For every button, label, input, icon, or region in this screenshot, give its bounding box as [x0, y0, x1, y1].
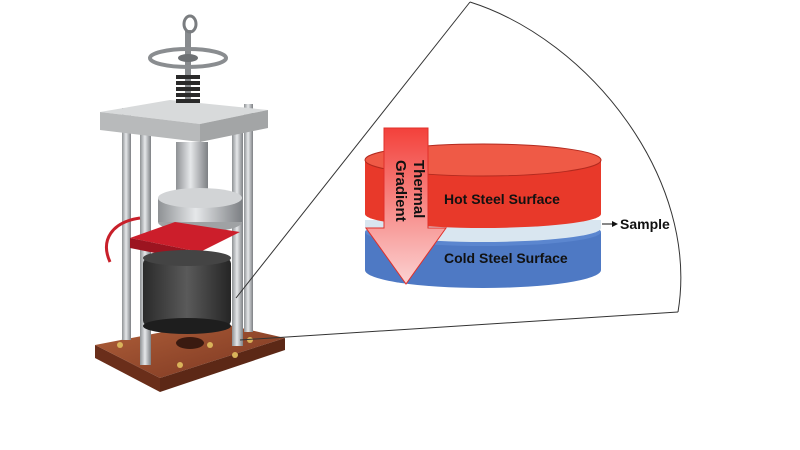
callout-line-lower — [239, 311, 679, 341]
machine-handle — [182, 14, 198, 34]
callout-line-upper — [235, 1, 471, 299]
machine-top-plate-side — [200, 110, 268, 142]
machine-red-wire — [105, 216, 141, 263]
machine-insulation — [143, 258, 231, 326]
machine-insulation-bottom — [143, 318, 231, 334]
rod-back-left — [122, 108, 131, 340]
machine-handwheel — [148, 47, 228, 69]
base-hole — [176, 337, 204, 349]
machine-top-plate-front — [100, 112, 200, 142]
thermal-gradient-label-line1: Thermal — [410, 160, 427, 218]
machine-hub — [178, 54, 198, 62]
machine-spring — [176, 75, 200, 103]
machine-puck-top — [158, 188, 242, 208]
thermal-gradient-label-line2: Gradient — [392, 160, 409, 222]
zoom-callout — [235, 1, 682, 341]
machine-insulation-top — [143, 250, 231, 266]
rod-back-right — [244, 104, 253, 332]
machine-top-plate — [100, 100, 268, 124]
machine-upper-column — [176, 142, 208, 190]
hot-steel-surface-label: Hot Steel Surface — [444, 191, 560, 207]
sample-label: Sample — [620, 216, 670, 232]
thermal-gradient-arrow-icon — [365, 127, 447, 285]
heat-press-apparatus-icon — [95, 14, 285, 392]
machine-base-plate-front — [95, 345, 160, 392]
sample-pointer-arrowhead — [612, 221, 618, 227]
cold-steel-surface-label: Cold Steel Surface — [444, 250, 568, 266]
callout-arc — [469, 1, 682, 313]
machine-red-clamp — [130, 222, 240, 252]
rod-front-right — [232, 128, 243, 346]
machine-base-plate-side — [160, 338, 285, 392]
